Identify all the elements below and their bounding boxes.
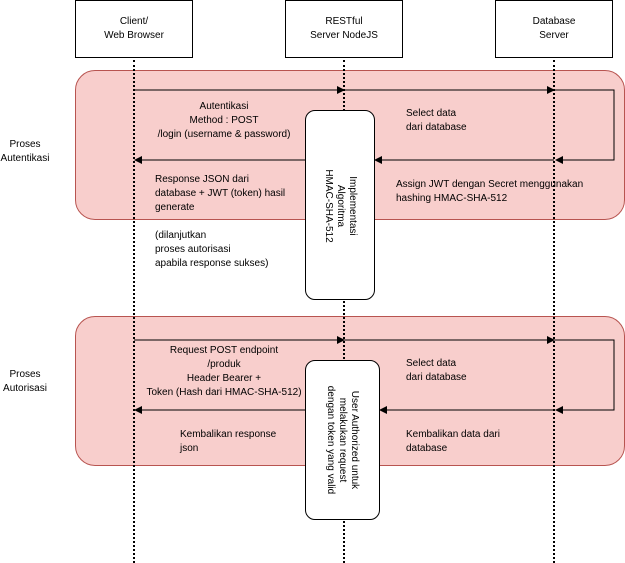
actor-server-line1: RESTful — [325, 16, 363, 27]
note-user-authorized — [305, 360, 380, 520]
actor-client: Client/Web Browser — [75, 0, 193, 58]
actor-client-line2: Web Browser — [104, 30, 164, 41]
label-auth-assign: Assign JWT dengan Secret menggunakan has… — [396, 179, 584, 204]
actor-database-line1: Database — [532, 16, 576, 27]
note-hmac-implementation — [305, 110, 375, 300]
arrow-db-self-loop-authz — [554, 339, 615, 414]
lifeline-client — [133, 60, 135, 563]
actor-database-line2: Server — [539, 30, 569, 41]
arrow-db-self-loop-auth — [554, 89, 615, 164]
actor-client-line1: Client/ — [119, 16, 149, 27]
actor-server-line2: Server NodeJS — [310, 30, 378, 41]
lifeline-server — [343, 60, 345, 563]
lifeline-database — [553, 60, 555, 563]
